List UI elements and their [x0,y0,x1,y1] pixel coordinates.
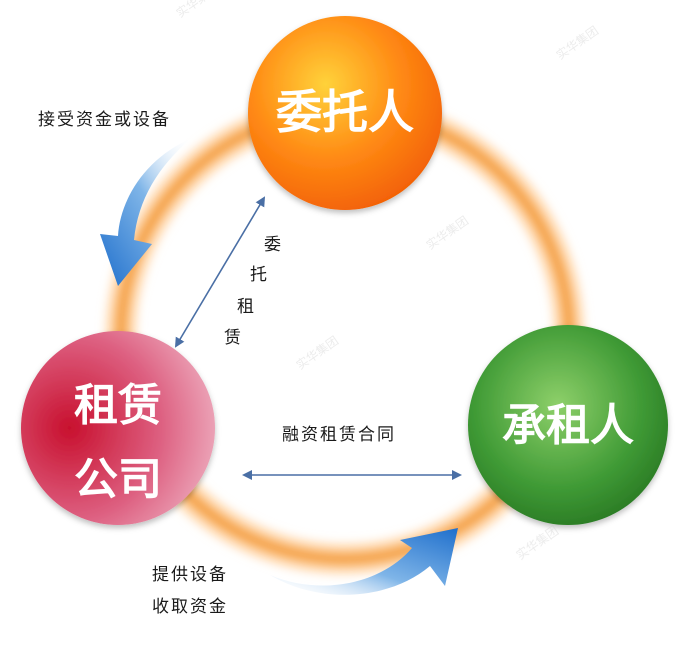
trust-lease-char-4: 赁 [224,328,243,348]
receive-funds-label: 接受资金或设备 [38,110,171,130]
trust-lease-char-3: 租 [237,297,256,317]
trust-lease-char-2: 托 [250,265,269,285]
node-trustor-label: 委托人 [276,85,414,139]
node-lessee: 承租人 [468,325,668,525]
watermark-text-4: 实华集团 [293,333,341,373]
trust-lease-label: 委 托 租 赁 [224,235,283,348]
curved-arrow-receive-icon [100,138,192,286]
node-leasing-company-label-2: 公司 [74,454,162,505]
curved-arrow-provide-icon [270,528,458,595]
node-trustor: 委托人 [248,16,442,210]
node-leasing-company: 租赁 公司 [21,331,215,525]
trust-lease-char-1: 委 [264,235,283,255]
watermark-text-5: 实华集团 [513,523,561,563]
finance-lease-contract-label: 融资租赁合同 [282,425,396,445]
collect-funds-label: 收取资金 [152,597,228,617]
watermark-text-3: 实华集团 [423,213,471,253]
watermark-text-1: 实华集团 [173,0,221,20]
trust-lease-connector [174,196,266,348]
provide-equipment-label: 提供设备 [152,565,228,585]
node-lessee-label: 承租人 [502,400,634,451]
node-leasing-company-label-1: 租赁 [74,380,162,431]
watermark-text-2: 实华集团 [553,23,601,63]
